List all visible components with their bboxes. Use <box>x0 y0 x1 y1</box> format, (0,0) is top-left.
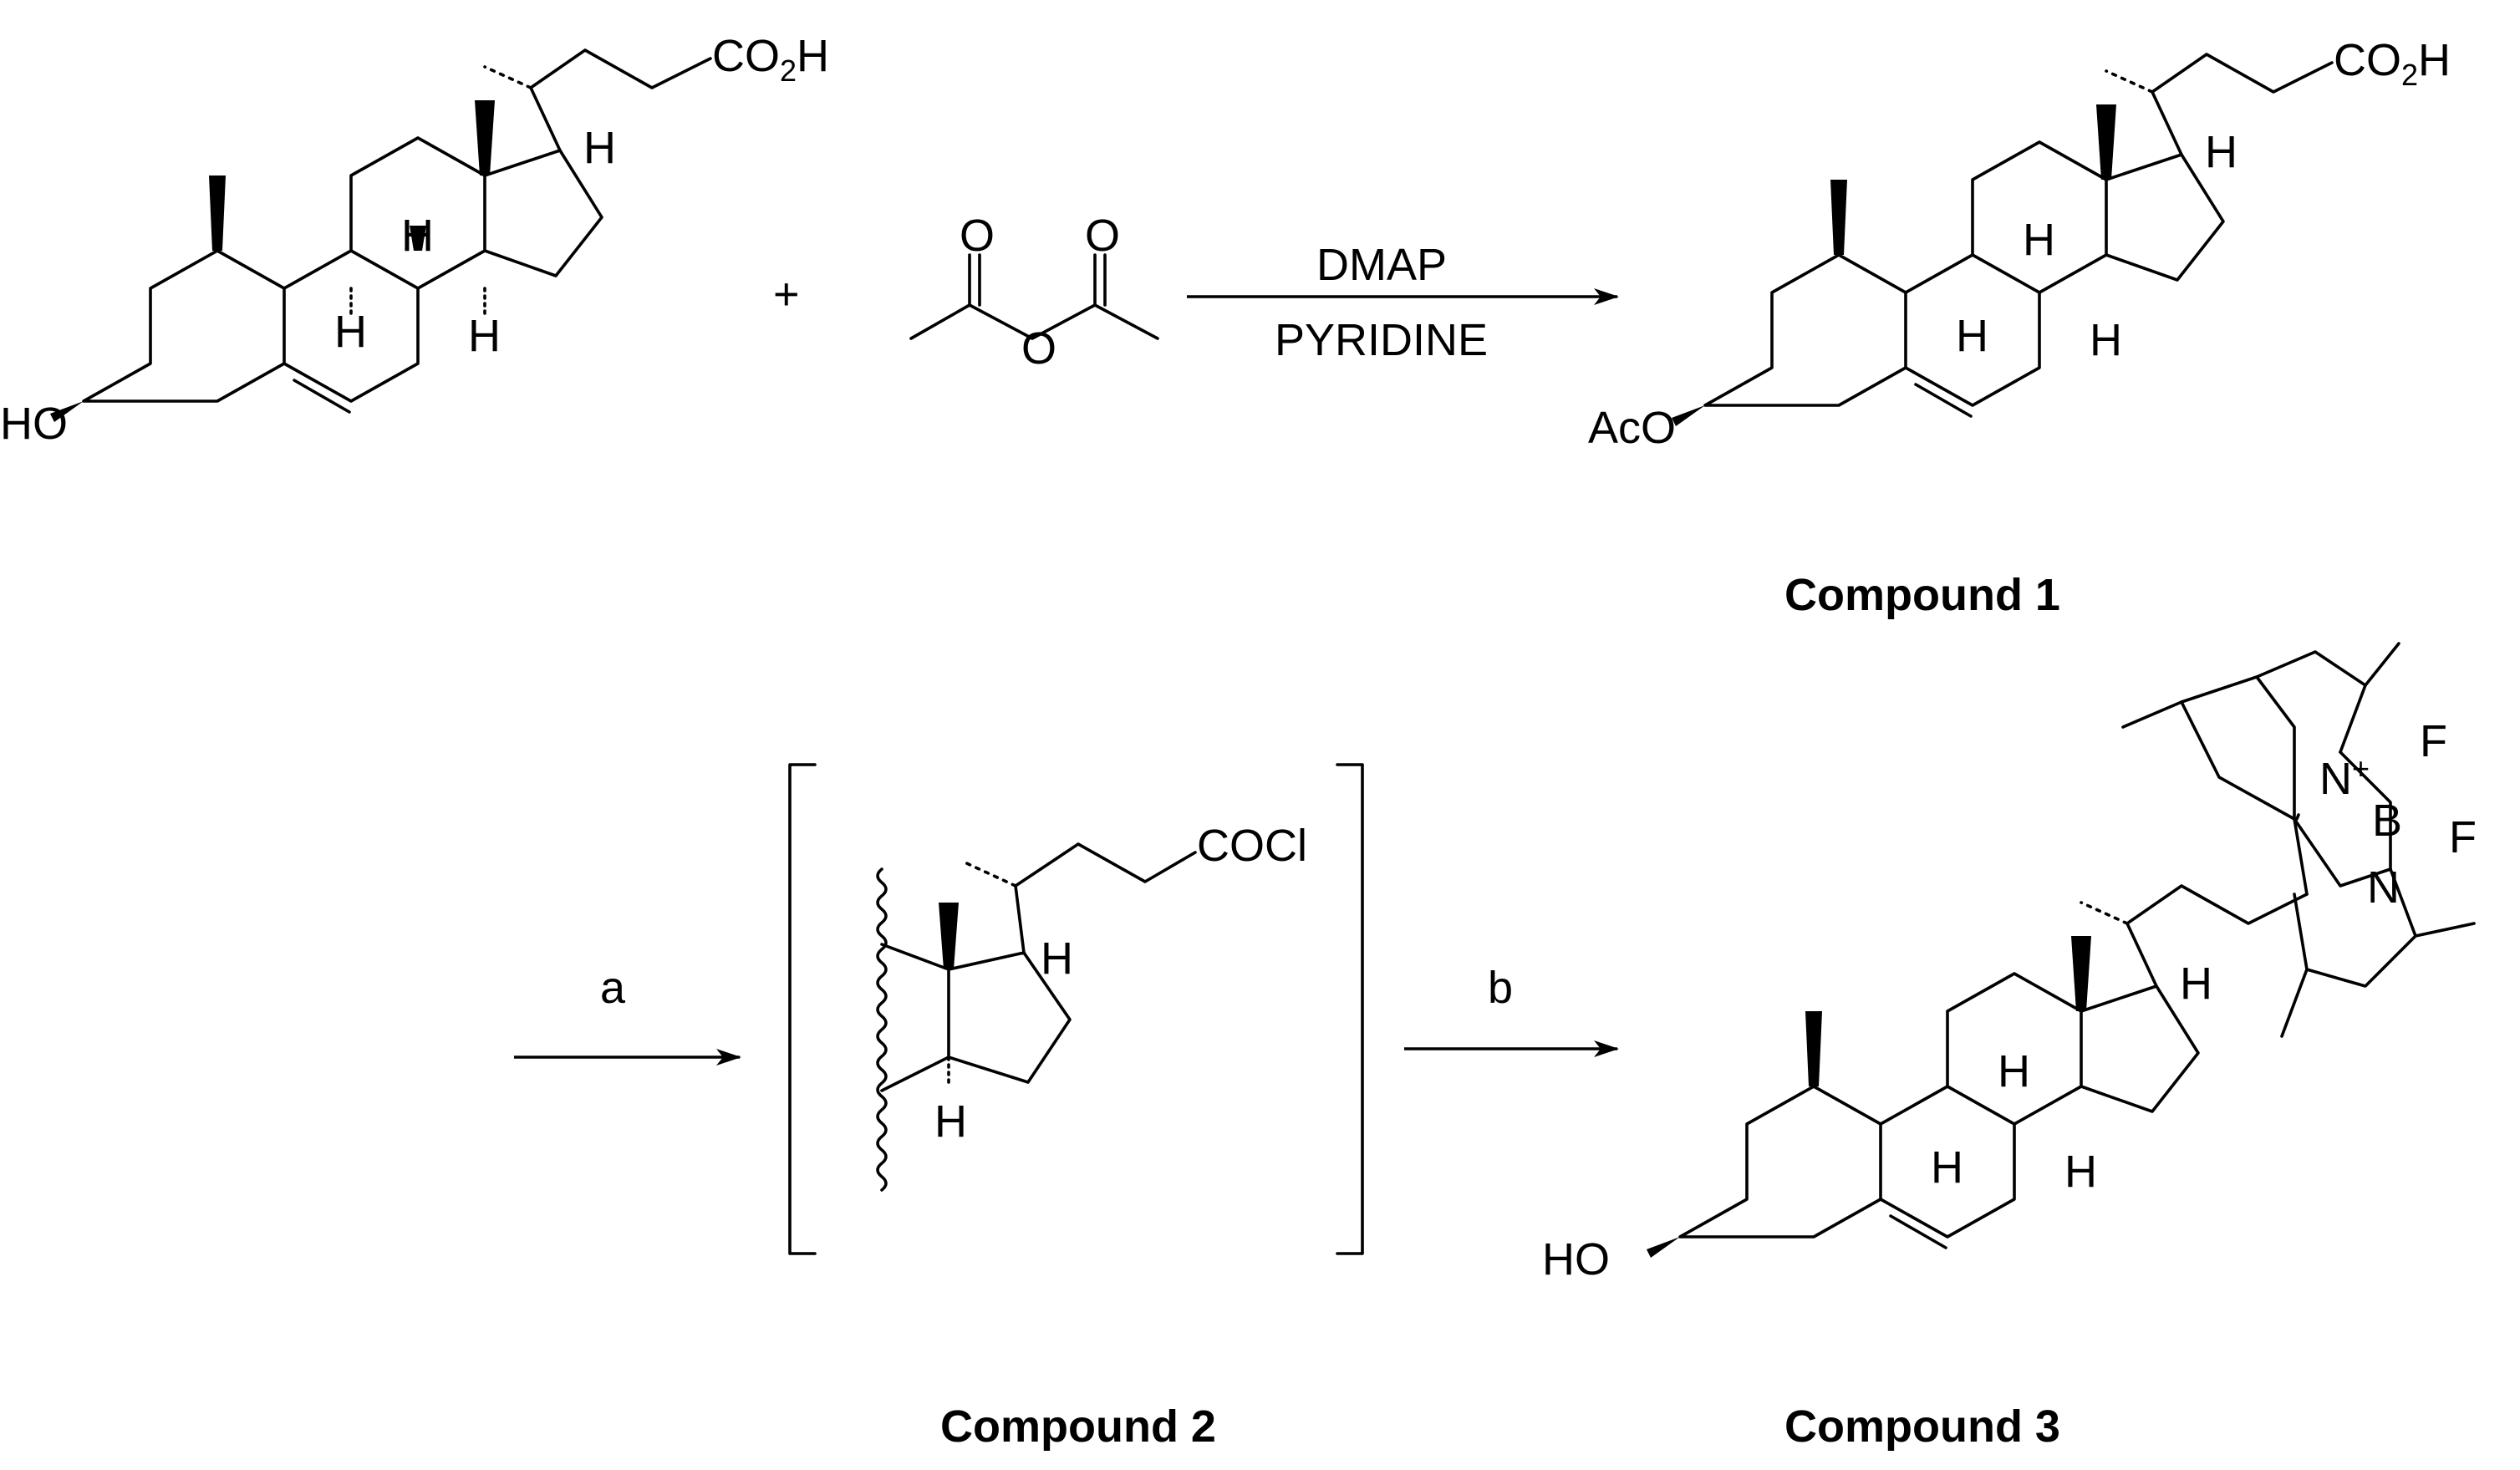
cocl-label: COCl <box>1197 821 1307 871</box>
o-label: O <box>1085 211 1120 261</box>
caption-compound-2: Compound 2 <box>940 1401 1216 1452</box>
compound-3-structure: H H H H HO <box>1542 884 2309 1284</box>
h-label: H <box>2023 215 2055 265</box>
ho-label: HO <box>1542 1234 1610 1284</box>
step-a-label: a <box>600 963 626 1013</box>
h-label: H <box>2180 959 2212 1009</box>
fluorine-label: F <box>2449 812 2477 862</box>
h-label: H <box>2064 1147 2097 1197</box>
h-label: H <box>468 311 501 361</box>
compound-2-structure: H H COCl <box>788 763 1364 1255</box>
reagent-pyridine: PYRIDINE <box>1275 315 1488 365</box>
aco-label: AcO <box>1588 403 1676 453</box>
compound-1-structure: H H H H AcO CO2H <box>1588 35 2451 453</box>
plus-sign: + <box>773 269 800 319</box>
ho-label: HO <box>0 399 68 449</box>
h-label: H <box>583 123 616 173</box>
n-label: N <box>2367 862 2400 913</box>
n-plus-label: N+ <box>2319 751 2370 804</box>
fluorine-label: F <box>2420 716 2447 766</box>
acetic-anhydride: O O O <box>909 211 1159 374</box>
h-label: H <box>1041 933 1073 984</box>
h-label: H <box>334 307 367 357</box>
caption-compound-1: Compound 1 <box>1784 570 2060 620</box>
o-label: O <box>1021 323 1056 374</box>
h-label: H <box>1931 1142 1963 1193</box>
bodipy-group: N+ B N F F <box>2121 642 2477 1038</box>
reagent-dmap: DMAP <box>1316 240 1447 290</box>
h-label: H <box>1998 1046 2030 1096</box>
step-b-label: b <box>1488 963 1513 1013</box>
o-label: O <box>960 211 995 261</box>
h-label: H <box>934 1096 967 1147</box>
h-label: H <box>1956 311 1988 361</box>
co2h-label: CO2H <box>712 31 829 88</box>
boron-label: B <box>2372 796 2402 846</box>
caption-compound-3: Compound 3 <box>1784 1401 2060 1452</box>
h-label: H <box>2090 315 2122 365</box>
starting-steroid: H H H H HO CO2H <box>0 31 829 449</box>
co2h-label: CO2H <box>2334 35 2451 92</box>
h-label: H <box>2205 127 2237 177</box>
